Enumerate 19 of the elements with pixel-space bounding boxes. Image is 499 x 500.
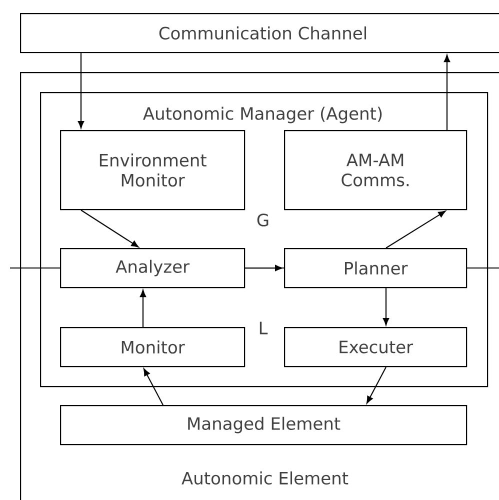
process-box: Monitor <box>60 327 246 368</box>
region-letter: L <box>260 322 268 334</box>
arrow <box>78 53 84 128</box>
process-box: Environment Monitor <box>60 130 246 210</box>
arrow <box>80 210 139 248</box>
process-box: Analyzer <box>60 248 246 288</box>
arrow <box>245 264 282 272</box>
managed-element-box: Managed Element <box>60 405 468 446</box>
arrow <box>366 366 386 404</box>
region-letter: G <box>257 214 268 226</box>
process-box: Planner <box>284 248 468 288</box>
arrow <box>143 368 164 406</box>
process-box: AM-AM Comms. <box>284 130 468 210</box>
arrow <box>444 54 450 130</box>
arrow <box>382 288 390 326</box>
process-box: Executer <box>284 327 468 368</box>
arrow <box>386 210 446 248</box>
channel-box: Communication Channel <box>20 13 499 54</box>
arrow <box>140 290 146 327</box>
